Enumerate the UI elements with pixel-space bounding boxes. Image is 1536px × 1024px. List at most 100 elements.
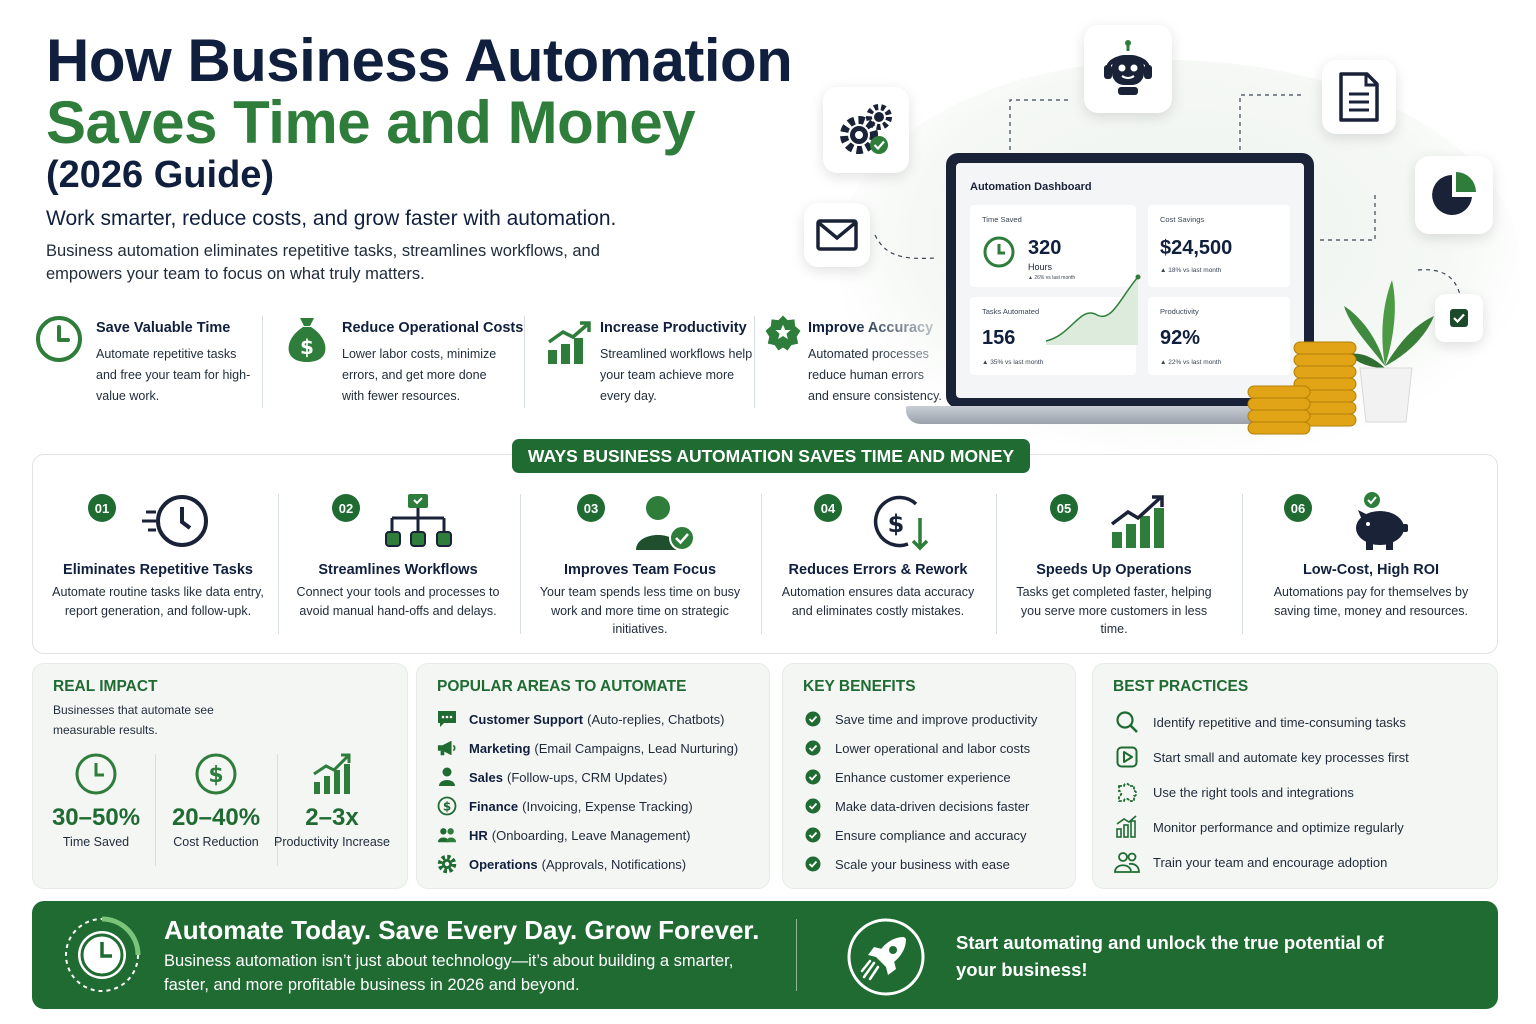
gears-icon [840, 104, 892, 154]
check-square-icon [1450, 309, 1468, 327]
feature-increase-productivity: Increase Productivity Streamlined workfl… [546, 314, 756, 410]
dashboard-screen: Automation Dashboard Time Saved 320 Hour… [956, 163, 1304, 398]
play-icon [1116, 746, 1138, 768]
way-number: 05 [1050, 494, 1078, 522]
area-detail: (Auto-replies, Chatbots) [587, 711, 725, 727]
panel-heading: BEST PRACTICES [1113, 678, 1249, 695]
list-item: Enhance customer experience [803, 766, 1011, 788]
way-desc: Your team spends less time on busy work … [539, 585, 741, 636]
feature-desc: Automate repetitive tasks and free your … [96, 347, 251, 403]
card-unit: Hours [1028, 262, 1053, 272]
area-name: Finance [469, 798, 519, 814]
stat-time-saved: 30–50% Time Saved [35, 752, 157, 851]
list-item: Train your team and encourage adoption [1113, 851, 1387, 873]
card-label: Productivity [1160, 307, 1199, 316]
card-time-saved: Time Saved 320 Hours ▲ 26% vs last month [970, 205, 1136, 287]
benefit-text: Make data-driven decisions faster [835, 798, 1030, 814]
stat-value: 20–40% [171, 804, 261, 831]
benefit-text: Lower operational and labor costs [835, 740, 1031, 756]
card-label: Cost Savings [1160, 215, 1205, 224]
gear-icon [437, 854, 457, 874]
dollar-icon: $ [195, 753, 237, 795]
way-item-04: 04 $ Reduces Errors & Rework Automation … [772, 490, 984, 640]
trend-line [1045, 274, 1141, 345]
svg-text:$: $ [300, 335, 314, 359]
clock-refresh-icon [65, 916, 141, 992]
check-circle-icon [805, 740, 821, 756]
way-title: Streamlines Workflows [318, 562, 478, 578]
area-detail: (Onboarding, Leave Management) [491, 827, 691, 843]
area-name: Sales [469, 769, 503, 785]
card-productivity: Productivity 92% ▲ 22% vs last month [1148, 297, 1290, 375]
practice-text: Start small and automate key processes f… [1153, 749, 1409, 765]
way-title: Reduces Errors & Rework [788, 562, 968, 578]
list-item: Customer Support(Auto-replies, Chatbots) [437, 708, 724, 730]
list-item: Identify repetitive and time-consuming t… [1113, 711, 1406, 733]
list-item: Scale your business with ease [803, 853, 1010, 875]
svg-text:$: $ [443, 800, 451, 814]
benefit-text: Scale your business with ease [835, 856, 1010, 872]
list-item: Lower operational and labor costs [803, 737, 1030, 759]
divider [277, 754, 278, 866]
way-number: 02 [332, 494, 360, 522]
way-item-03: 03 Improves Team Focus Your team spends … [534, 490, 746, 640]
stat-label: Time Saved [62, 835, 130, 849]
way-item-01: 01 Eliminates Repetitive Tasks Automate … [52, 490, 264, 640]
page-title-line3: (2026 Guide) [46, 154, 275, 196]
way-desc: Tasks get completed faster, helping you … [1016, 585, 1212, 636]
area-name: Operations [469, 856, 538, 872]
card-change: ▲ 22% vs last month [1160, 359, 1222, 366]
list-item: Operations(Approvals, Notifications) [437, 853, 686, 875]
clock-icon [36, 316, 82, 362]
card-cost-savings: Cost Savings $24,500 ▲ 18% vs last month [1148, 205, 1290, 287]
way-desc: Automate routine tasks like data entry, … [52, 585, 264, 618]
list-item: Start small and automate key processes f… [1113, 746, 1409, 768]
clock-icon [983, 236, 1015, 268]
area-detail: (Approvals, Notifications) [541, 856, 687, 872]
workflow-icon [385, 494, 452, 547]
card-label: Tasks Automated [982, 307, 1040, 316]
list-item: $ Finance(Invoicing, Expense Tracking) [437, 795, 693, 817]
envelope-icon [816, 219, 858, 251]
feature-title: Save Valuable Time [96, 320, 231, 336]
panel-heading: POPULAR AREAS TO AUTOMATE [437, 678, 687, 695]
footer-headline: Automate Today. Save Every Day. Grow For… [164, 915, 760, 945]
list-item: Sales(Follow-ups, CRM Updates) [437, 766, 667, 788]
panel-heading: KEY BENEFITS [803, 678, 916, 695]
feature-desc: Lower labor costs, minimize errors, and … [342, 347, 497, 403]
card-value: 320 [1028, 237, 1062, 259]
divider [155, 754, 156, 866]
stat-label: Cost Reduction [173, 835, 259, 849]
laptop: Automation Dashboard Time Saved 320 Hour… [946, 153, 1314, 408]
page-title-line1: How Business Automation [46, 27, 793, 94]
document-icon [1339, 72, 1379, 122]
card-change: ▲ 26% vs last month [1028, 275, 1076, 281]
list-item: Monitor performance and optimize regular… [1113, 815, 1404, 838]
checklist-tile [1435, 294, 1483, 342]
stat-value: 30–50% [51, 804, 141, 831]
divider [278, 494, 279, 634]
practice-text: Monitor performance and optimize regular… [1153, 819, 1404, 835]
divider [754, 316, 755, 408]
benefit-text: Ensure compliance and accuracy [835, 827, 1027, 843]
way-title: Speeds Up Operations [1036, 562, 1192, 578]
feature-title: Reduce Operational Costs [342, 320, 524, 336]
way-number: 03 [577, 494, 605, 522]
divider [262, 316, 263, 408]
dollar-down-icon: $ [873, 495, 929, 551]
card-value: 156 [982, 327, 1016, 349]
way-item-06: 06 Low-Cost, High ROI Automations pay fo… [1264, 490, 1478, 640]
area-name: Marketing [469, 740, 531, 756]
dashboard-title: Automation Dashboard [970, 181, 1092, 193]
badge-star-icon [765, 315, 801, 351]
way-desc: Connect your tools and processes to avoi… [296, 585, 500, 618]
envelope-tile [804, 203, 870, 267]
way-number: 04 [814, 494, 842, 522]
area-detail: (Email Campaigns, Lead Nurturing) [534, 740, 739, 756]
growth-chart-icon [547, 321, 591, 364]
feature-reduce-costs: $ Reduce Operational Costs Lower labor c… [282, 314, 523, 410]
coins-icon [1247, 341, 1357, 435]
robot-icon [1104, 40, 1152, 95]
way-desc: Automation ensures data accuracy and eli… [781, 585, 975, 618]
megaphone-icon [437, 740, 456, 756]
